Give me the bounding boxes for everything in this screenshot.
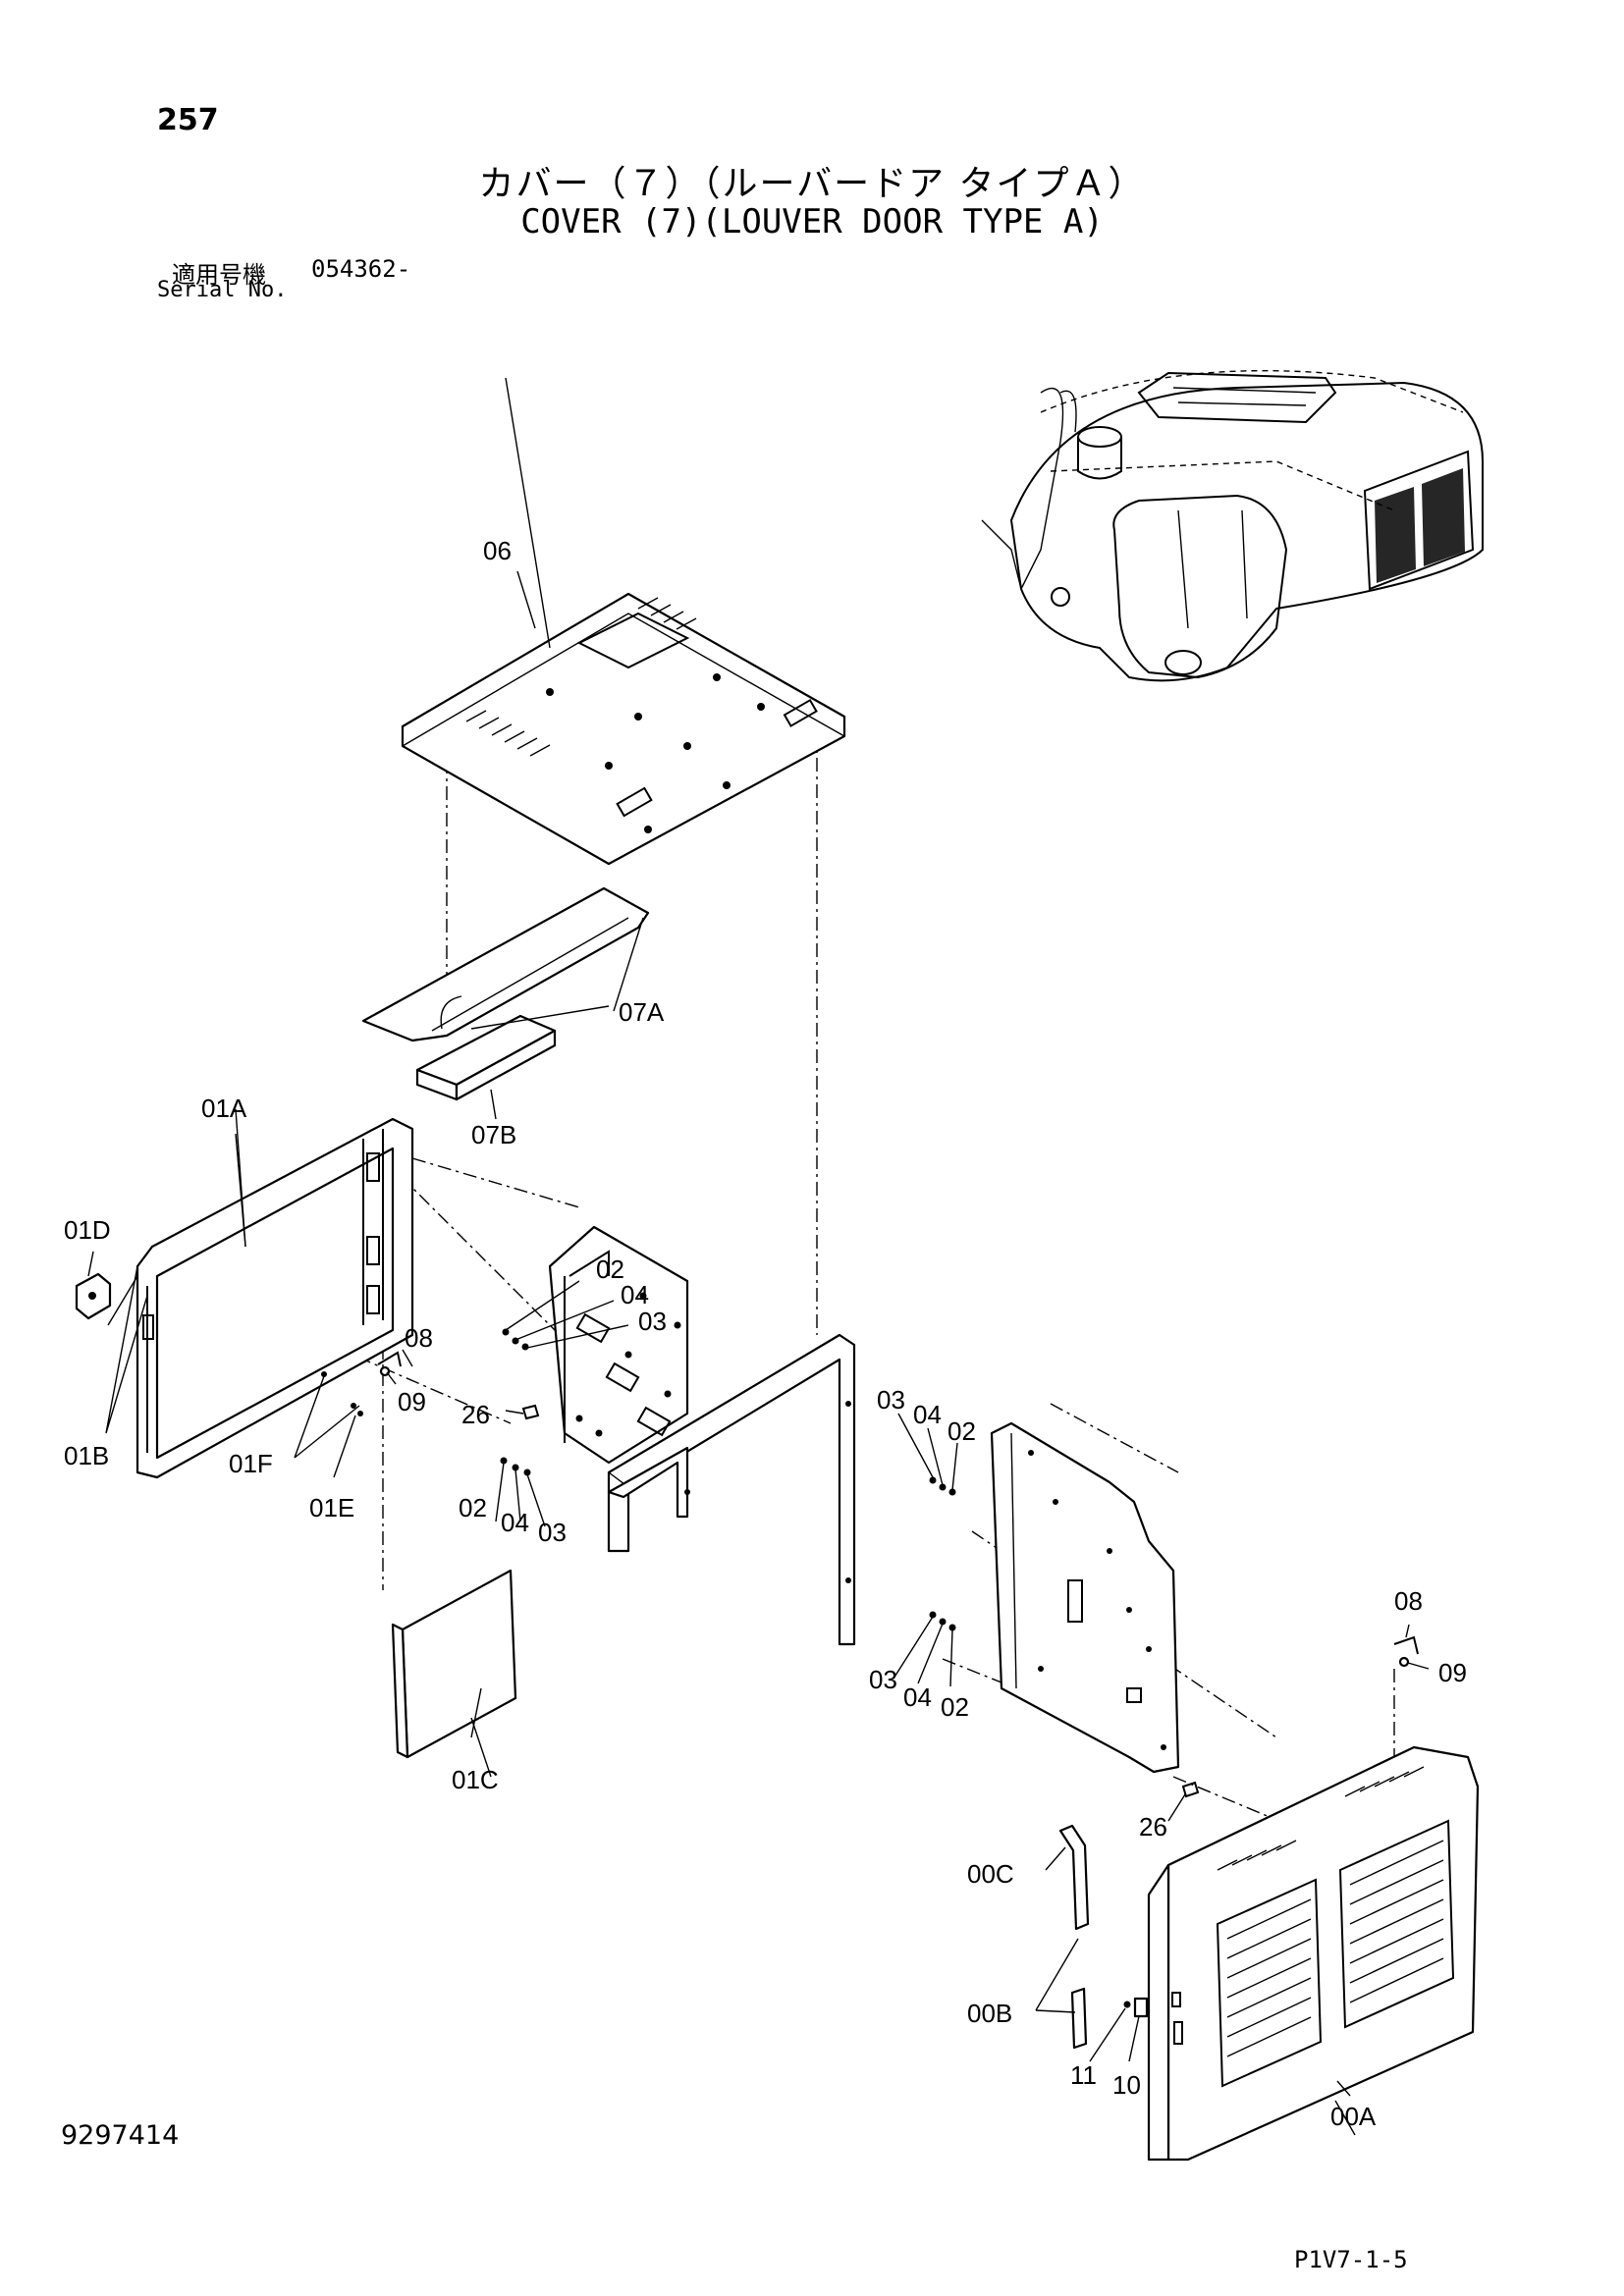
part-10-clip [1123,1997,1149,2018]
callout-04-lower: 04 [501,1508,529,1537]
part-06-top-cover [401,377,846,866]
part-00B-strip [1070,1987,1088,2050]
part-08-09-pin-left [377,1351,402,1377]
title-japanese: カバー（７）（ルーバードア タイプＡ） [478,164,1146,204]
part-08-09-pin-right [1393,1635,1419,1668]
document-number: 9297414 [61,2120,180,2151]
part-00A-louver-door [1147,1745,1480,2162]
side-panel [990,1421,1180,1774]
callout-00C: 00C [967,1859,1014,1889]
part-01A-door-frame [107,1108,414,1479]
frame-beam [607,1333,856,1646]
callout-02-right-lower: 02 [941,1692,969,1722]
page-code: P1V7-1-5 [1294,2246,1408,2273]
callout-26-right: 26 [1139,1812,1167,1842]
title-english: COVER (7)(LOUVER DOOR TYPE A) [520,202,1104,241]
page-number: 257 [157,103,219,137]
callout-04-right-upper: 04 [913,1400,942,1429]
callout-01B: 01B [64,1441,109,1470]
callout-00B: 00B [967,1999,1012,2028]
serial-label-english: Serial No. [157,278,288,302]
callout-03-right-upper: 03 [877,1385,905,1415]
callout-26-left: 26 [461,1400,490,1429]
callout-10: 10 [1112,2070,1141,2100]
part-01C-pad [391,1569,517,1778]
callout-06: 06 [483,536,512,565]
callout-01F: 01F [229,1449,273,1478]
callout-04-upper: 04 [621,1280,649,1309]
callout-11: 11 [1070,2060,1097,2090]
callout-03-right-lower: 03 [869,1665,897,1694]
callout-02-right-upper: 02 [947,1416,976,1446]
callout-03-lower: 03 [538,1518,567,1547]
center-bracket-panel [548,1225,689,1465]
callout-02-upper: 02 [596,1255,624,1284]
callout-01A: 01A [201,1094,247,1123]
fasteners [321,1328,1200,1798]
callout-00A: 00A [1330,2102,1377,2131]
part-07A-bracket [361,886,650,1042]
leader-lines [87,570,1430,2097]
callout-01E: 01E [309,1493,354,1522]
serial-number-value: 054362- [311,255,411,283]
part-01D-latch [75,1272,112,1320]
serial-label-japanese: 適用号機 [172,261,266,289]
part-07B-pad [415,1014,557,1120]
callout-04-right-lower: 04 [903,1682,932,1712]
callout-01C: 01C [452,1765,499,1794]
callout-08-left: 08 [405,1323,433,1353]
machine-reference-sketch [981,369,1484,682]
callout-08-right: 08 [1394,1586,1423,1616]
callout-02-lower: 02 [459,1493,487,1522]
callout-07B: 07B [471,1120,516,1149]
part-00C-strip [1058,1824,1090,1931]
callout-07A: 07A [619,997,665,1027]
callout-03-upper: 03 [638,1307,667,1336]
callout-09-right: 09 [1438,1658,1467,1687]
callout-09-left: 09 [398,1387,426,1416]
part-callouts: 06 07A 07B 01A 01D 01B 01F 01E 01C 08 09… [64,536,1467,2131]
callout-01D: 01D [64,1215,111,1245]
